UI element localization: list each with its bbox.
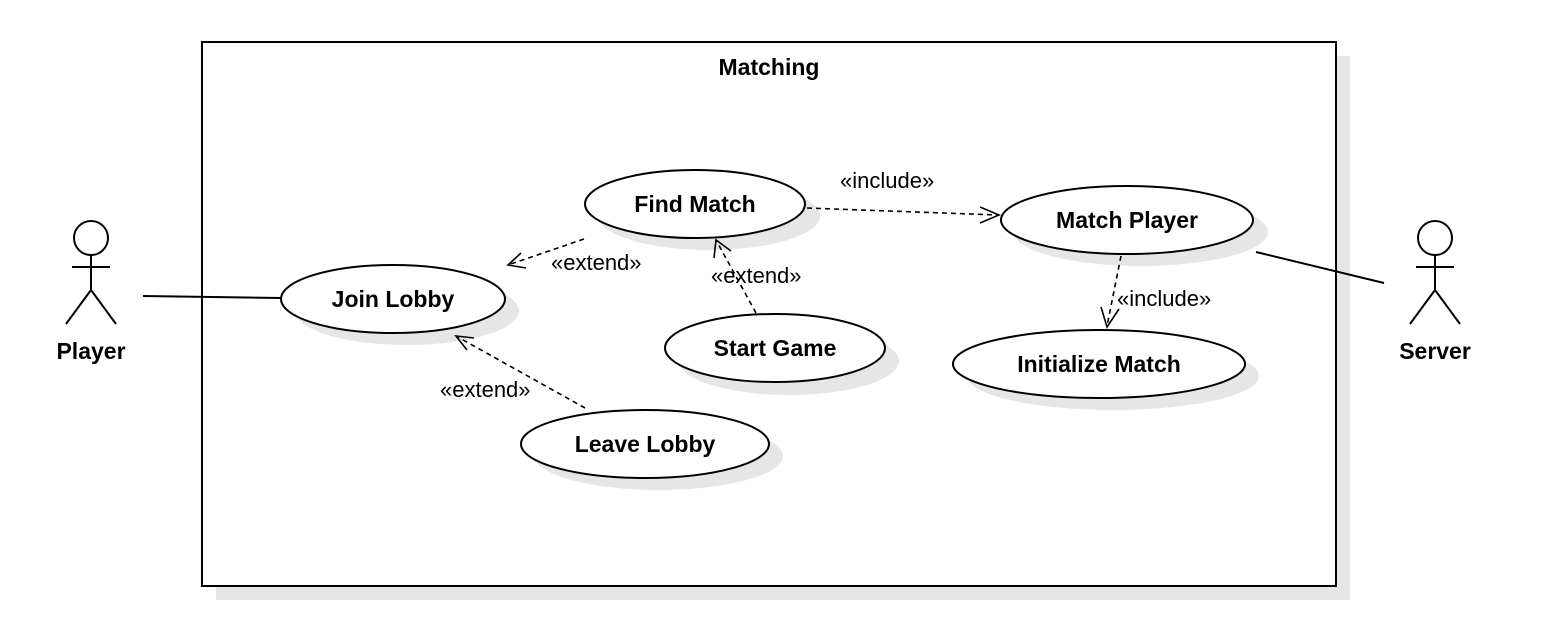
system-title: Matching [719,54,820,80]
find-match-label: Find Match [634,191,755,217]
match-player-include-label: «include» [1117,286,1211,311]
leave-lobby-extend-dependency [454,334,586,409]
use-case-start-game[interactable]: Start Game [664,313,886,383]
player-actor-right-leg [90,289,117,325]
dependency-line [507,238,585,266]
use-case-leave-lobby[interactable]: Leave Lobby [520,409,770,479]
server-actor-right-leg [1434,289,1461,325]
find-match-include-label: «include» [840,168,934,193]
arrowhead [713,238,732,259]
server-actor-left-leg [1409,289,1436,325]
server-actor-label: Server [1399,338,1471,364]
leave-lobby-label: Leave Lobby [575,431,716,457]
use-case-initialize-match[interactable]: Initialize Match [952,329,1246,399]
start-game-label: Start Game [714,335,837,361]
leave-lobby-ellipse [520,409,770,479]
arrowhead [506,252,527,269]
dependency-line [1106,255,1122,327]
start-game-extend-label: «extend» [711,263,802,288]
arrowhead [979,206,1002,224]
find-match-extend-dependency [506,238,585,269]
dependency-line [455,335,586,409]
join-lobby-label: Join Lobby [332,286,455,312]
server-actor-head [1417,220,1453,256]
player-actor[interactable]: Player [56,220,126,364]
dependency-line [715,239,757,314]
arrowhead [454,334,475,351]
initialize-match-ellipse [952,329,1246,399]
match-player-ellipse [1000,185,1254,255]
player-actor-label: Player [56,338,125,364]
use-case-join-lobby[interactable]: Join Lobby [280,264,506,334]
player-actor-head [73,220,109,256]
player-join-lobby-association [142,295,282,299]
server-match-player-association [1255,251,1385,284]
arrowhead [1100,306,1120,329]
find-match-include-dependency [806,206,1002,224]
start-game-extend-dependency [713,238,757,314]
use-case-match-player[interactable]: Match Player [1000,185,1254,255]
join-lobby-ellipse [280,264,506,334]
match-player-include-dependency [1100,255,1122,329]
match-player-label: Match Player [1056,207,1198,233]
find-match-ellipse [584,169,806,239]
find-match-extend-label: «extend» [551,250,642,275]
server-actor[interactable]: Server [1399,220,1471,364]
use-case-find-match[interactable]: Find Match [584,169,806,239]
player-actor-left-leg [65,289,92,325]
leave-lobby-extend-label: «extend» [440,377,531,402]
start-game-ellipse [664,313,886,383]
dependency-line [806,207,999,216]
initialize-match-label: Initialize Match [1017,351,1181,377]
